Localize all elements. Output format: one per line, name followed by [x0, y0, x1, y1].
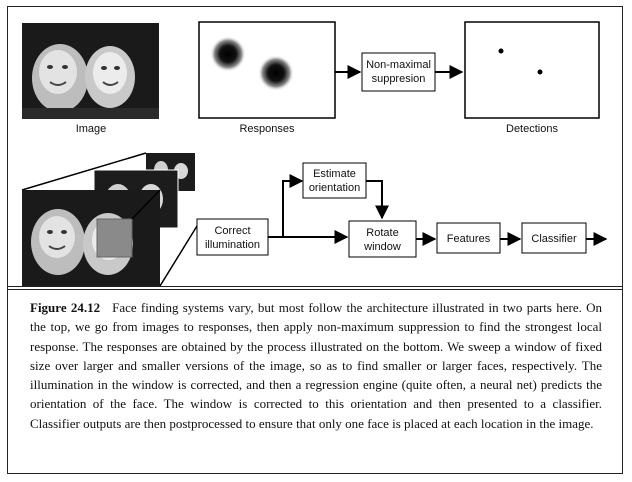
nonmax-suppression-box [361, 52, 436, 92]
pyramid-edge [21, 152, 147, 191]
window-edge [131, 189, 161, 220]
rotate-window-box [348, 220, 417, 258]
estimate-label-line1: Estimate [313, 168, 356, 180]
response-blob [258, 55, 294, 91]
correct-label-line1: Correct [214, 225, 250, 237]
nonmax-label-line2: suppresion [372, 73, 426, 85]
rotate-label-line1: Rotate [366, 227, 398, 239]
response-blob [210, 36, 246, 72]
classifier-label: Classifier [531, 233, 577, 245]
image-label: Image [76, 123, 107, 135]
caption-text: Face finding systems vary, but most foll… [30, 300, 602, 431]
detections-box [464, 21, 600, 119]
detection-dot [537, 69, 543, 75]
estimate-orientation-box [302, 162, 367, 199]
estimate-label-line2: orientation [309, 182, 360, 194]
rotate-label-line2: window [363, 241, 401, 253]
scan-window [96, 218, 133, 258]
nonmax-label-line1: Non-maximal [366, 59, 431, 71]
input-photo [22, 23, 159, 119]
input-photo-large [22, 190, 160, 286]
pyramid-edge [159, 225, 198, 287]
correct-label-line2: illumination [205, 239, 260, 251]
detection-dot [498, 48, 504, 54]
detections-label: Detections [506, 123, 558, 135]
responses-label: Responses [239, 123, 295, 135]
figure-number: Figure 24.12 [30, 300, 101, 315]
arrow [282, 174, 304, 237]
correct-illumination-box [196, 218, 269, 256]
features-label: Features [447, 233, 491, 245]
figure-frame [7, 6, 623, 474]
features-box [436, 222, 501, 254]
arrow [366, 180, 389, 220]
caption-divider [7, 286, 623, 290]
